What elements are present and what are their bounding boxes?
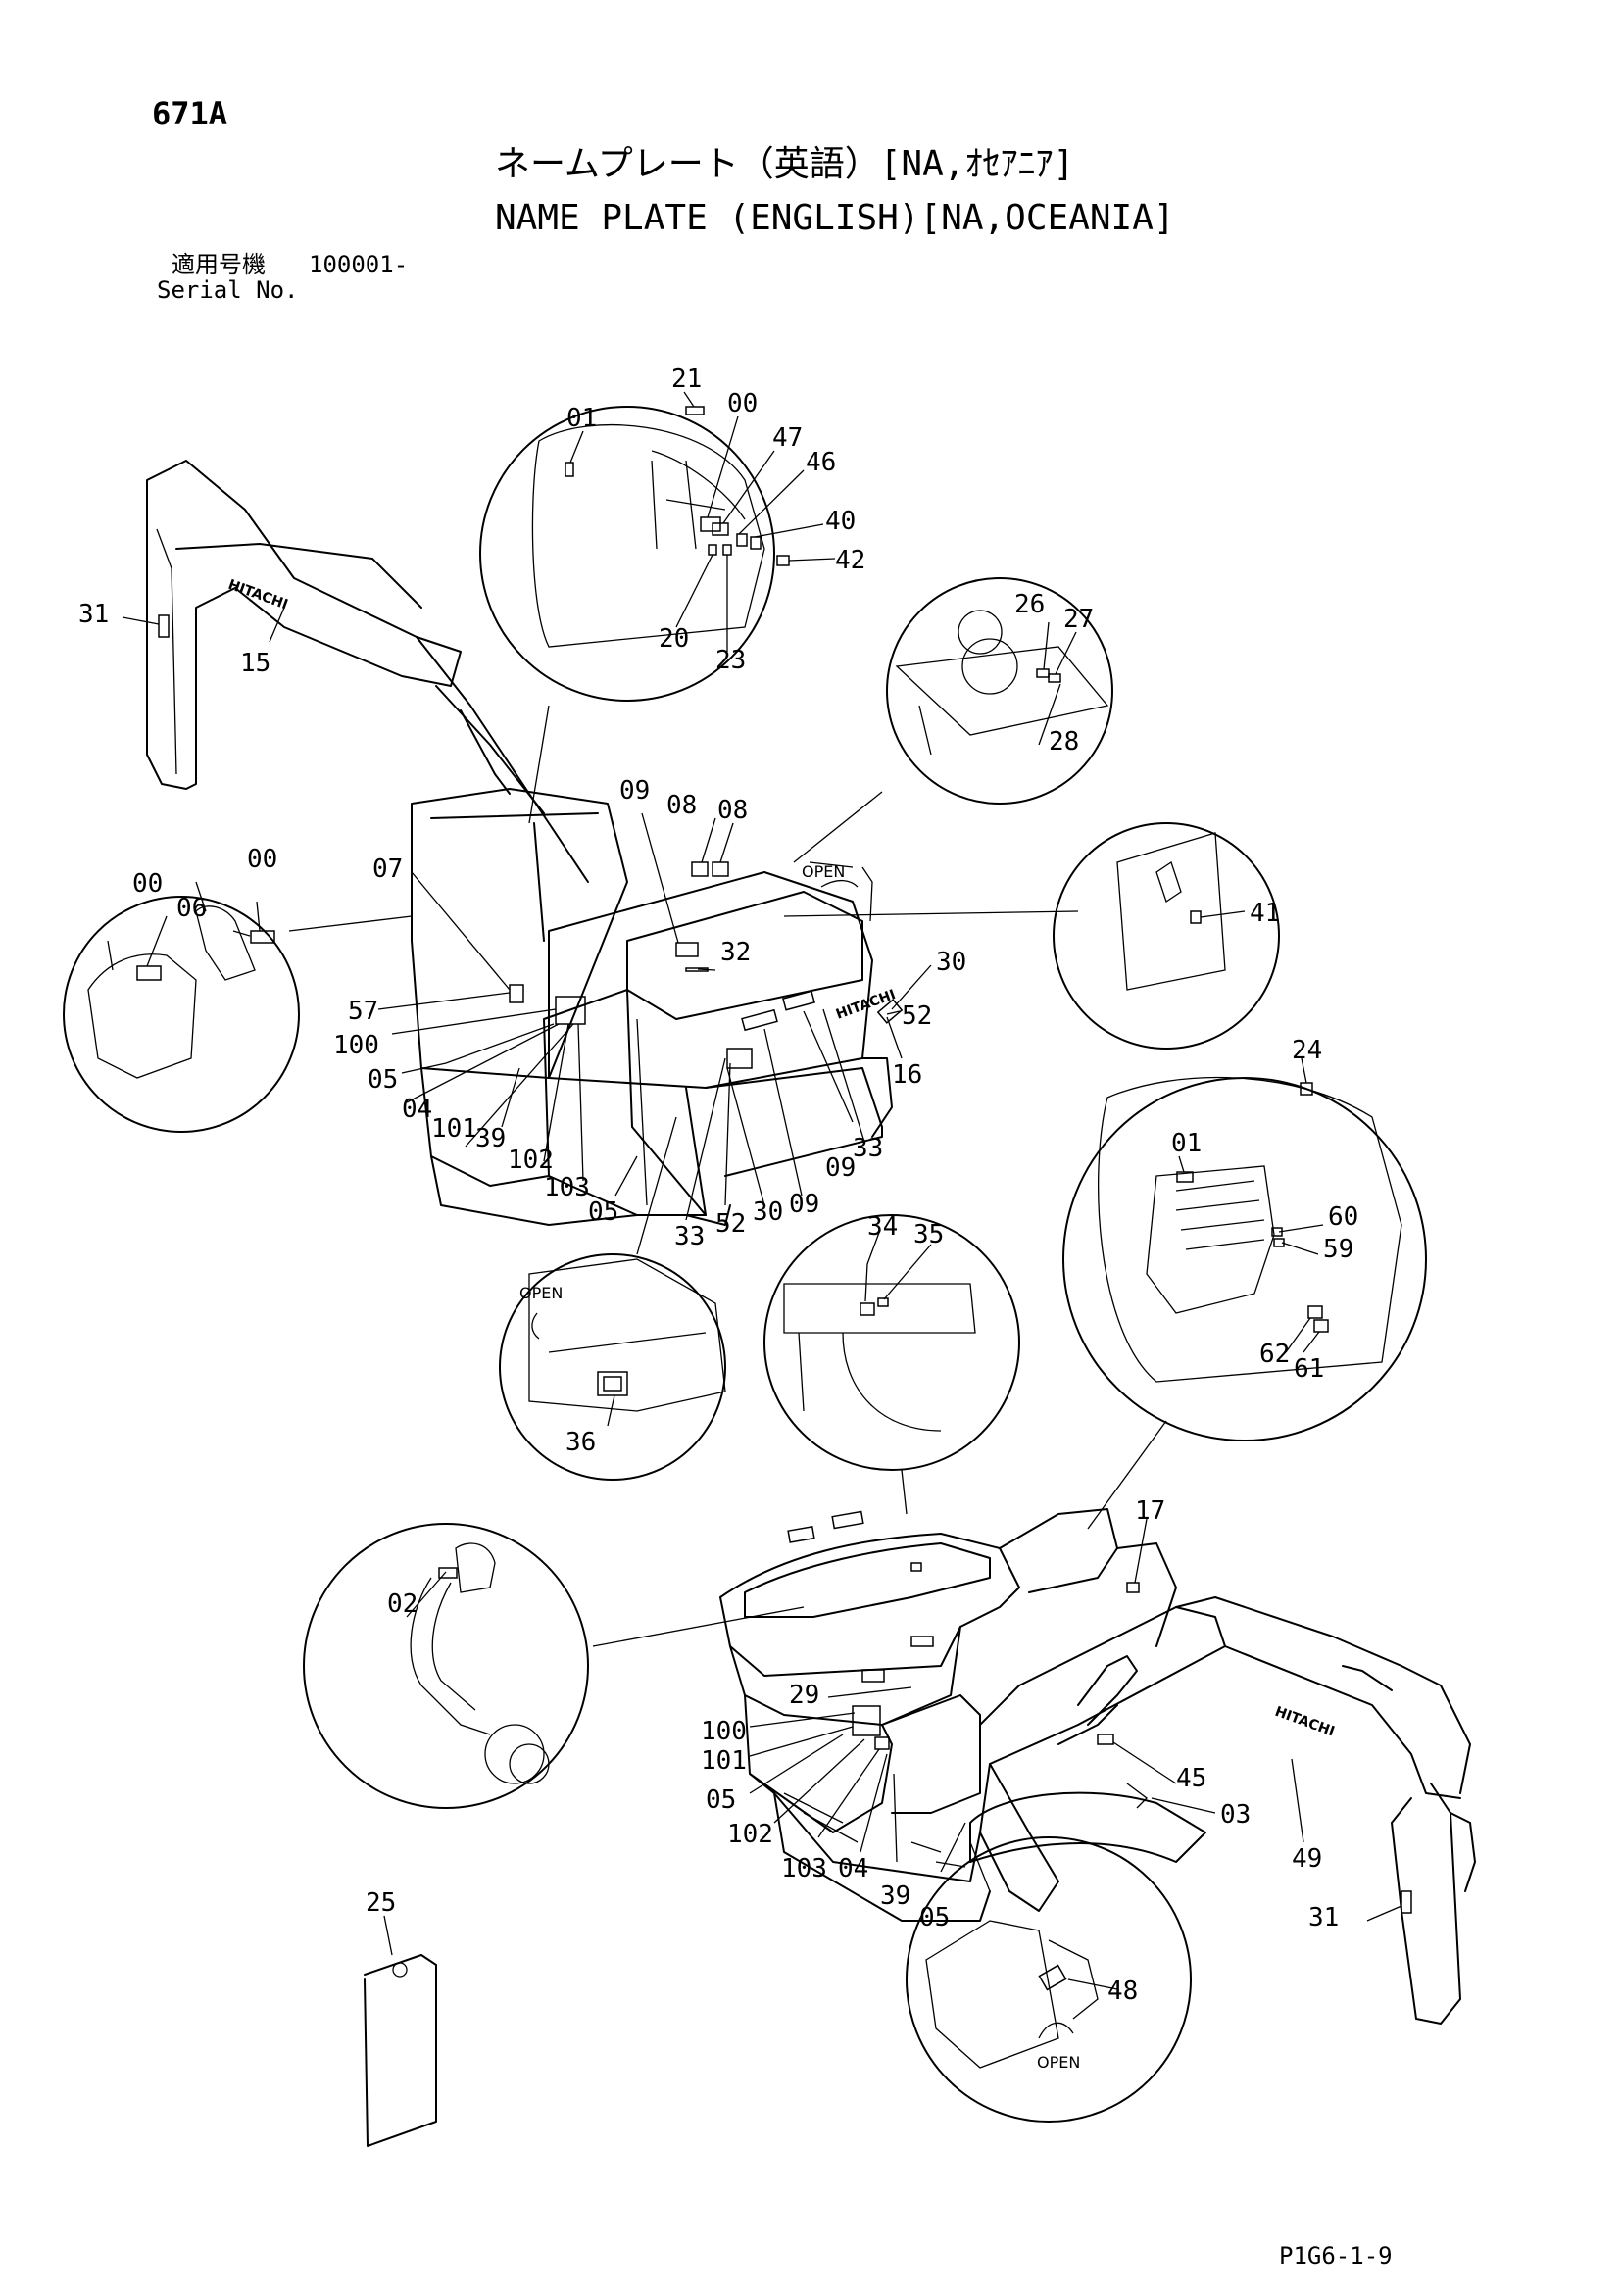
detail-upper-frame (793, 577, 1113, 863)
callout-02: 02 (387, 1589, 418, 1619)
callout-61: 61 (1294, 1354, 1324, 1384)
detail-air-intake (303, 1523, 805, 1809)
callout-33-left: 33 (674, 1222, 705, 1251)
callout-101-upper: 101 (431, 1114, 477, 1144)
excavator-upper-view: HITACHI HITACHI OPEN (146, 460, 904, 1226)
callout-103-upper: 103 (544, 1173, 590, 1202)
callout-05-lower-right: 05 (919, 1903, 950, 1932)
callout-23: 23 (715, 646, 746, 675)
callout-01-cab: 01 (566, 404, 597, 433)
detail-cab-rear-wall (1062, 1076, 1427, 1530)
page-reference: P1G6-1-9 (1279, 2242, 1393, 2270)
callout-48: 48 (1107, 1977, 1138, 2006)
callout-52-right: 52 (902, 1001, 932, 1031)
callout-26: 26 (1014, 590, 1045, 619)
callout-25: 25 (366, 1888, 396, 1918)
callout-00-lever-right: 00 (247, 845, 277, 874)
callout-101-lower: 101 (701, 1746, 747, 1776)
callout-62: 62 (1259, 1340, 1290, 1369)
callout-16: 16 (892, 1060, 922, 1090)
callout-41: 41 (1250, 899, 1280, 928)
open-label-top: OPEN (802, 862, 845, 881)
callout-39-lower: 39 (880, 1881, 910, 1911)
leader-lines (122, 391, 1402, 1990)
callout-35: 35 (913, 1220, 944, 1249)
excavator-lower-view: HITACHI (719, 1508, 1476, 2025)
callout-20: 20 (659, 624, 689, 654)
open-label-engine: OPEN (1037, 2053, 1080, 2072)
callout-47: 47 (772, 423, 803, 453)
callout-31-lower: 31 (1308, 1903, 1339, 1932)
title-japanese: ネームプレート（英語）[NA,ｵｾｱﾆｱ] (495, 144, 1075, 184)
callout-52-left: 52 (715, 1209, 746, 1239)
title-english: NAME PLATE (ENGLISH)[NA,OCEANIA] (495, 198, 1175, 238)
callout-36: 36 (565, 1428, 596, 1457)
callout-60: 60 (1328, 1202, 1358, 1232)
callout-21: 21 (671, 365, 702, 394)
detail-cab-interior (479, 406, 790, 824)
page-code: 671A (152, 95, 228, 132)
serial-label-english: Serial No. (157, 276, 299, 304)
callout-57: 57 (348, 997, 378, 1026)
callout-34: 34 (867, 1212, 898, 1242)
callout-29: 29 (789, 1681, 819, 1710)
detail-control-levers (63, 881, 413, 1133)
callout-32: 32 (720, 938, 751, 967)
callout-09-left: 09 (789, 1190, 819, 1219)
detail-side-cover: OPEN (499, 1116, 726, 1481)
callout-01-rear: 01 (1171, 1129, 1202, 1158)
callout-27: 27 (1063, 605, 1094, 634)
callout-102-upper: 102 (508, 1146, 554, 1175)
callout-numbers: 31 15 21 01 00 47 46 40 42 20 23 26 27 2… (78, 365, 1358, 2006)
callout-46: 46 (806, 448, 836, 477)
callout-31-upper: 31 (78, 600, 109, 629)
callout-24: 24 (1292, 1036, 1322, 1065)
callout-03: 03 (1220, 1800, 1251, 1830)
callout-17: 17 (1135, 1496, 1165, 1526)
callout-59: 59 (1323, 1235, 1353, 1264)
callout-49: 49 (1292, 1844, 1322, 1874)
callout-06: 06 (176, 894, 207, 923)
callout-33-right: 33 (853, 1134, 883, 1163)
callout-100-upper: 100 (333, 1031, 379, 1060)
callout-05-upper-left: 05 (368, 1065, 398, 1095)
detail-engine-cover: OPEN (906, 1836, 1192, 2123)
open-label-side: OPEN (519, 1284, 563, 1302)
callout-04-lower: 04 (838, 1854, 868, 1883)
tag-item-25 (364, 1915, 437, 2147)
callout-45: 45 (1176, 1764, 1206, 1793)
callout-15: 15 (240, 649, 270, 678)
callout-00-lever-left: 00 (132, 869, 163, 899)
callout-05-lower-left: 05 (706, 1785, 736, 1815)
callout-40: 40 (825, 507, 856, 536)
brand-text-arm: HITACHI (1273, 1704, 1337, 1740)
detail-battery-area (783, 822, 1280, 1050)
callout-04-upper: 04 (402, 1095, 432, 1124)
callout-42: 42 (835, 546, 865, 575)
detail-frame-bracket (763, 1214, 1020, 1515)
callout-07: 07 (372, 855, 403, 884)
callout-28: 28 (1049, 727, 1079, 757)
serial-label-japanese: 適用号機 (172, 251, 266, 278)
callout-00-cab: 00 (727, 389, 758, 418)
callout-103-lower: 103 (781, 1854, 827, 1883)
callout-39-upper: 39 (475, 1124, 506, 1153)
callout-100-lower: 100 (701, 1717, 747, 1746)
callout-08-right: 08 (717, 796, 748, 825)
callout-102-lower: 102 (727, 1820, 773, 1849)
callout-05-upper-right: 05 (588, 1197, 618, 1227)
serial-number-value: 100001- (309, 251, 409, 278)
brand-text-boom: HITACHI (226, 577, 290, 613)
callout-09-top: 09 (619, 776, 650, 806)
callout-08-left: 08 (666, 791, 697, 820)
callout-30-left: 30 (753, 1197, 783, 1227)
callout-09-right: 09 (825, 1153, 856, 1183)
callout-30-right: 30 (936, 948, 966, 977)
